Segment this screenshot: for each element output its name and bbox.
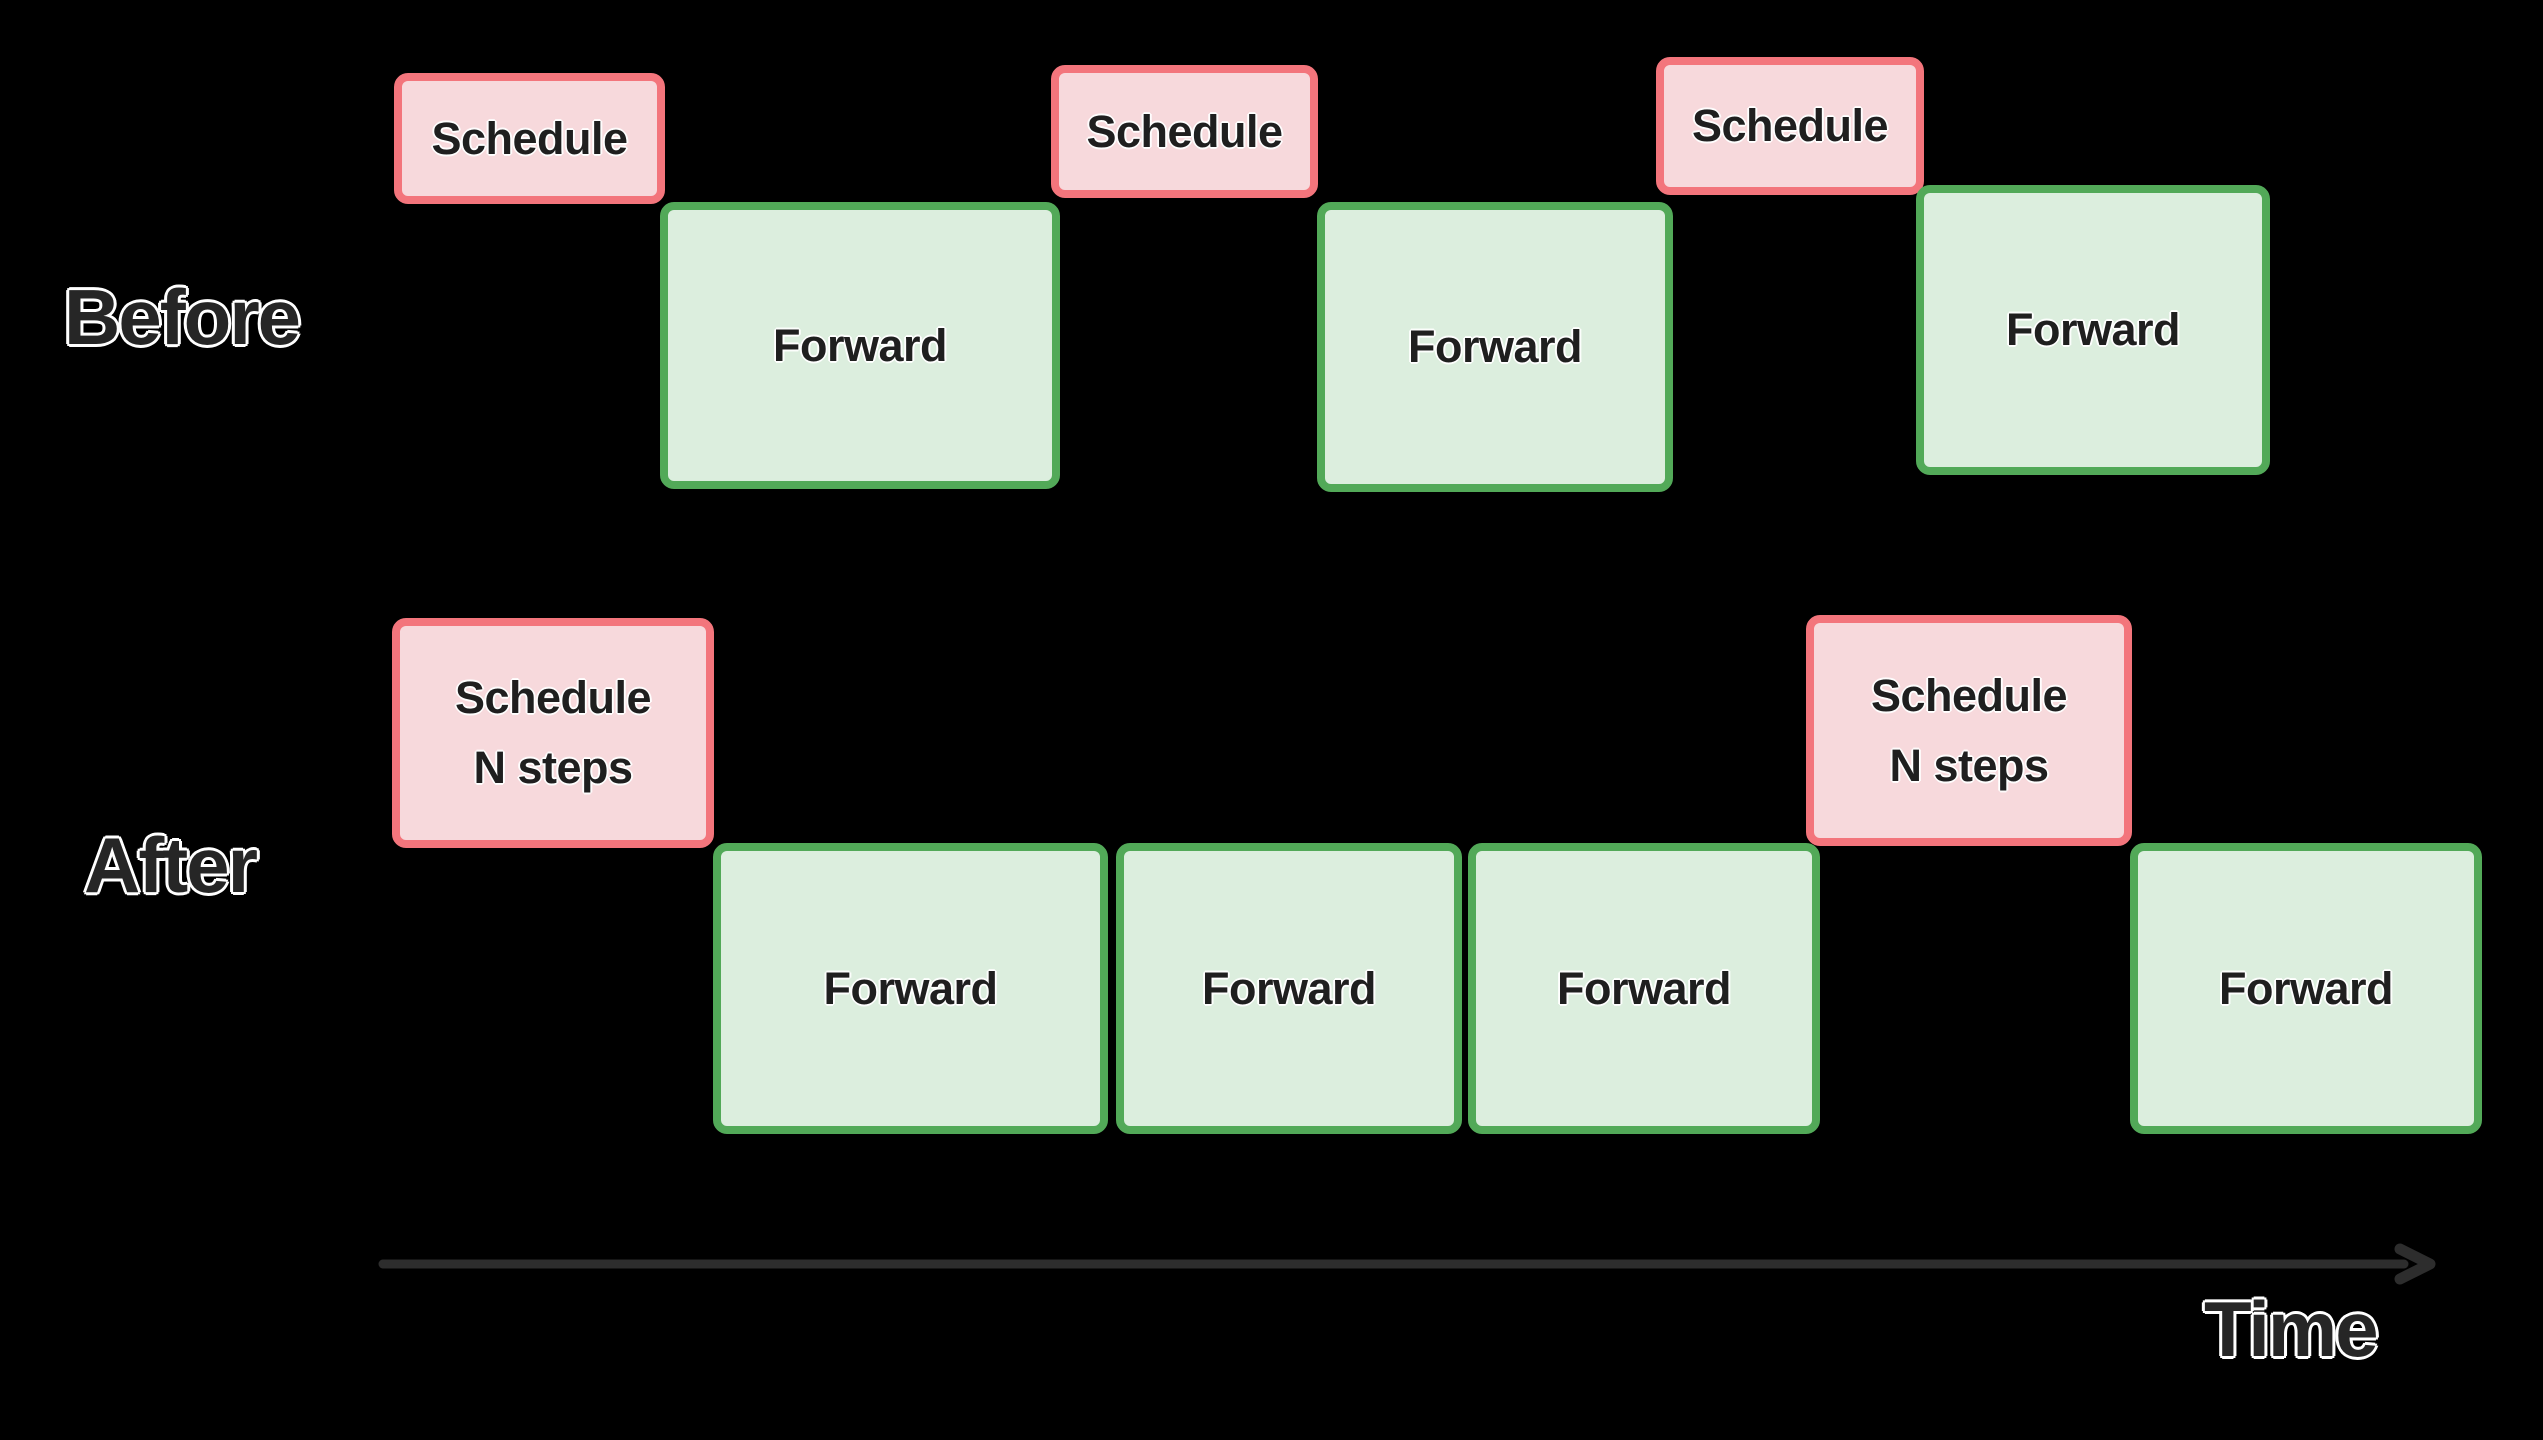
- before-row-label: Before: [64, 273, 301, 361]
- schedule-box: Schedule: [1656, 57, 1924, 195]
- box-label: Forward: [1201, 962, 1377, 1014]
- schedule-box: Schedule N steps: [392, 618, 714, 848]
- box-label: Forward: [772, 319, 948, 371]
- schedule-box: Schedule N steps: [1806, 615, 2132, 846]
- forward-box: Forward: [1116, 843, 1462, 1134]
- forward-box: Forward: [713, 843, 1108, 1134]
- time-axis-label: Time: [2204, 1285, 2379, 1373]
- forward-box: Forward: [2130, 843, 2482, 1134]
- arrow-head-icon: [2394, 1243, 2436, 1285]
- box-label: Schedule: [1870, 669, 2068, 721]
- box-label: Forward: [2005, 304, 2181, 356]
- box-label: Forward: [1556, 962, 1732, 1014]
- after-row-label: After: [84, 821, 258, 909]
- forward-box: Forward: [1916, 185, 2270, 475]
- box-label: N steps: [1889, 739, 2049, 791]
- box-label: Forward: [2218, 962, 2394, 1014]
- forward-box: Forward: [1317, 202, 1673, 492]
- schedule-box: Schedule: [394, 73, 665, 204]
- box-label: N steps: [473, 742, 633, 793]
- box-label: Schedule: [1691, 100, 1889, 152]
- box-label: Forward: [1407, 321, 1583, 373]
- box-label: Forward: [823, 962, 998, 1014]
- box-label: Schedule: [1086, 105, 1283, 157]
- schedule-box: Schedule: [1051, 65, 1318, 198]
- forward-box: Forward: [1468, 843, 1820, 1134]
- box-label: Schedule: [454, 672, 652, 724]
- forward-box: Forward: [660, 202, 1060, 489]
- box-label: Schedule: [431, 112, 628, 164]
